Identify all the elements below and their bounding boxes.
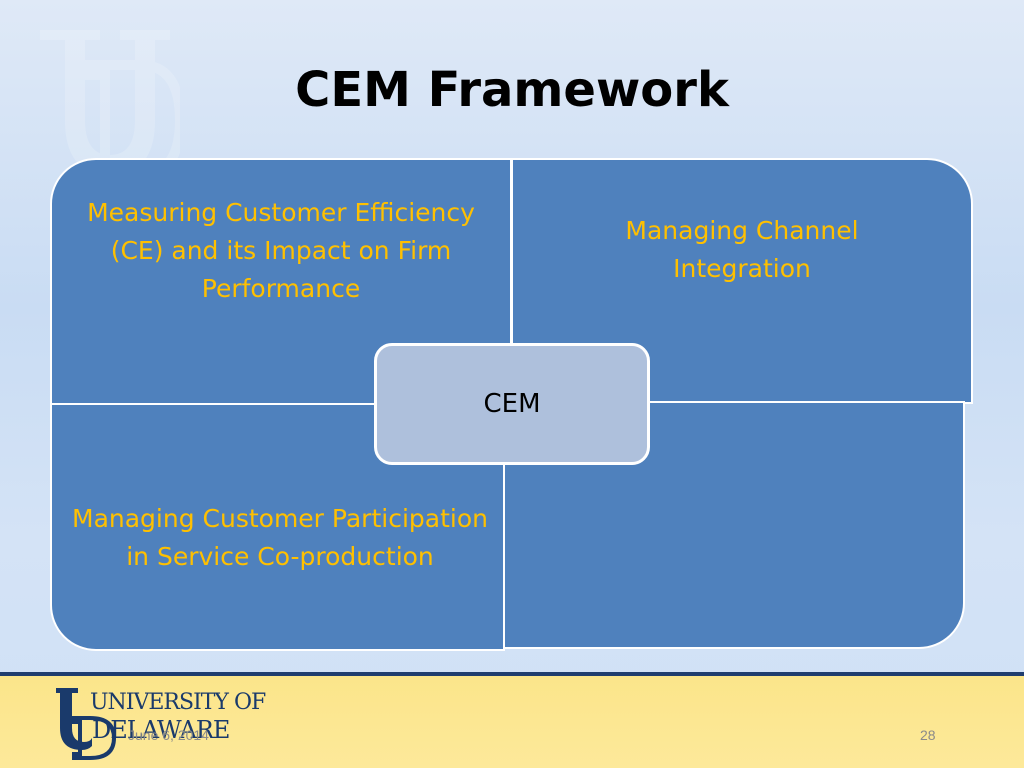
center-cem-label: CEM (483, 389, 541, 419)
slide-number: 28 (920, 727, 936, 743)
quadrant-top-right (511, 158, 973, 404)
footer-date: June 6, 2014 (128, 727, 209, 743)
university-of-delaware-logo-icon (56, 688, 117, 760)
logo-line-2: DELAWARE (92, 716, 230, 744)
slide-title: CEM Framework (295, 62, 729, 118)
quadrant-top-left-text: Measuring Customer Efficiency (CE) and i… (87, 198, 475, 303)
quadrant-top-right-text: Managing Channel Integration (625, 216, 859, 283)
logo-line-1: UNIVERSITY OF (90, 690, 266, 715)
footer-rule (0, 672, 1024, 676)
quadrant-bottom-left-text: Managing Customer Participation in Servi… (72, 504, 488, 571)
center-cem-box: CEM (374, 343, 650, 465)
footer-band (0, 676, 1024, 768)
